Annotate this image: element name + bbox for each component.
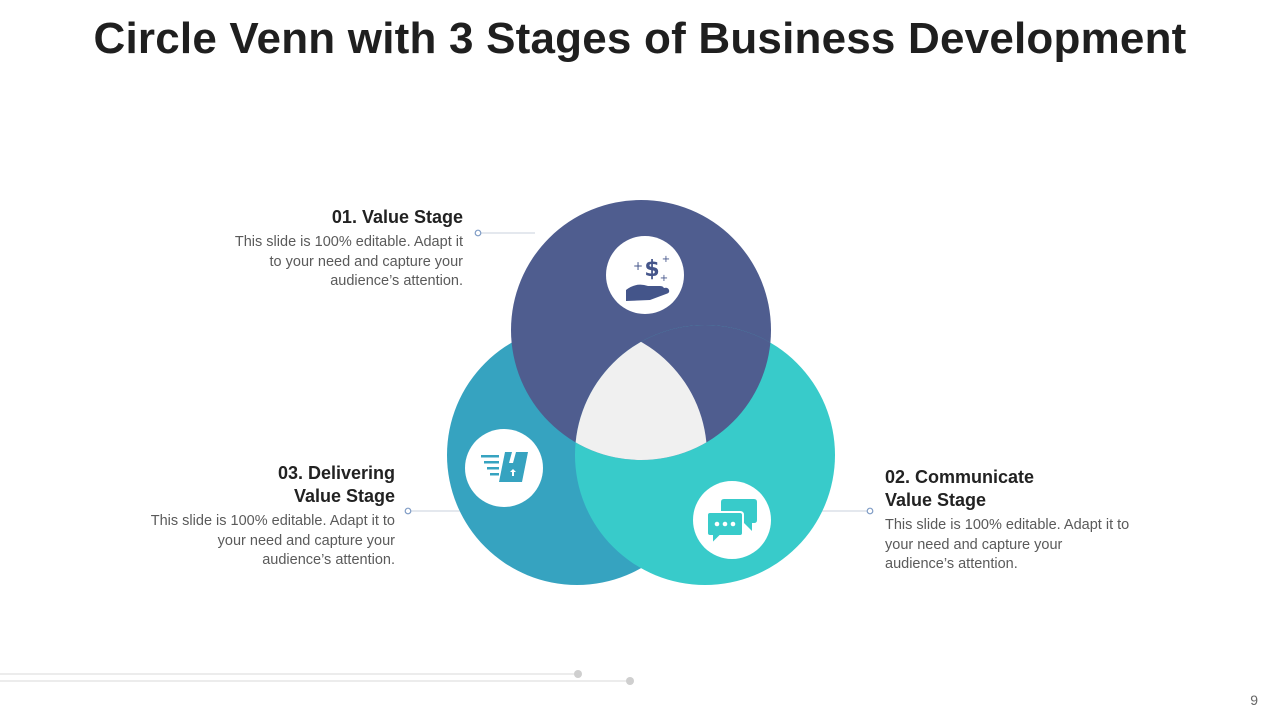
stage-3-label: 03. Delivering Value Stage This slide is… xyxy=(150,462,395,571)
stage-2-title: 02. Communicate Value Stage xyxy=(885,467,1035,510)
stage-3-description: This slide is 100% editable. Adapt it to… xyxy=(150,513,395,568)
slide-title: Circle Venn with 3 Stages of Business De… xyxy=(93,14,1187,63)
stage-2-description: This slide is 100% editable. Adapt it to… xyxy=(885,517,1130,572)
stage-1-description: This slide is 100% editable. Adapt it to… xyxy=(234,234,463,289)
stage-1-title: 01. Value Stage xyxy=(331,207,463,227)
svg-text:+: + xyxy=(633,259,643,273)
stage-2-label: 02. Communicate Value Stage This slide i… xyxy=(885,466,1130,575)
chat-bubbles-icon xyxy=(693,481,771,559)
connector-lines xyxy=(404,229,874,515)
stage-3-title: 03. Delivering Value Stage xyxy=(277,463,395,506)
svg-text:+: + xyxy=(660,273,668,284)
page-number: 9 xyxy=(1250,692,1258,708)
stage-1-label: 01. Value Stage This slide is 100% edita… xyxy=(190,206,463,292)
money-hand-icon: $ + + + xyxy=(606,236,684,314)
svg-text:$: $ xyxy=(644,257,659,282)
fast-delivery-box-icon xyxy=(465,429,543,507)
decorative-lines xyxy=(0,670,634,685)
svg-text:+: + xyxy=(662,254,670,265)
